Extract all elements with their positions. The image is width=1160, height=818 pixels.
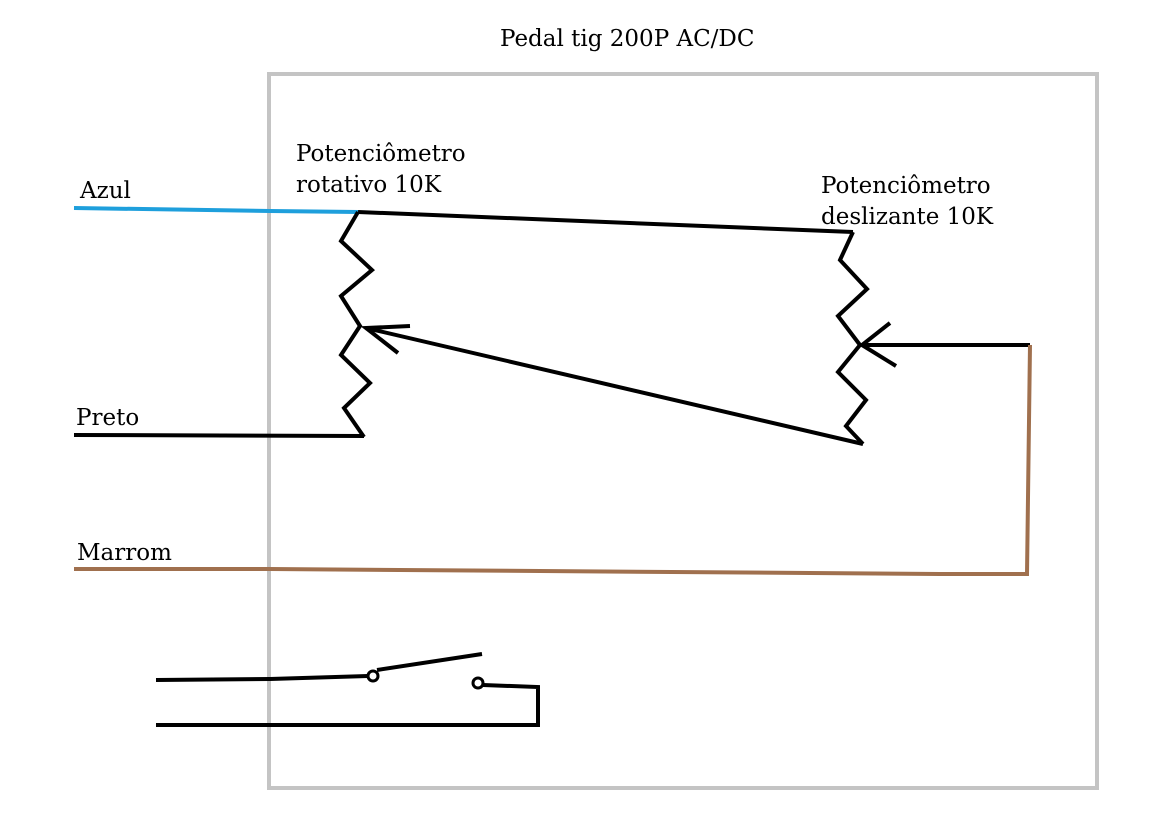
wire-top-link [357,210,854,234]
rotary-pot-label-line1: Potenciômetro [296,141,466,167]
rotary-pot-wiper [365,326,864,446]
switch-contact-left [366,669,380,683]
rotary-pot-resistor [338,210,376,439]
switch-wire-return [156,683,540,727]
slide-pot-label-line1: Potenciômetro [821,173,991,199]
wire-preto [73,433,365,438]
slide-pot-arrowhead [858,321,898,368]
switch-wire-upper [155,674,369,682]
wire-marrom [74,344,1032,576]
diagram-title: Pedal tig 200P AC/DC [500,26,755,52]
switch-contact-right [471,676,485,690]
slide-pot-resistor [835,231,870,446]
wire-label-marrom: Marrom [77,540,172,566]
rotary-pot-label-line2: rotativo 10K [296,172,441,198]
wire-azul [73,206,359,214]
wire-label-preto: Preto [76,405,140,431]
wire-label-azul: Azul [80,178,131,204]
rotary-pot-arrowhead [360,324,411,355]
pedal-enclosure [267,72,1099,790]
slide-pot-label-line2: deslizante 10K [821,204,994,230]
switch-lever [376,652,483,672]
